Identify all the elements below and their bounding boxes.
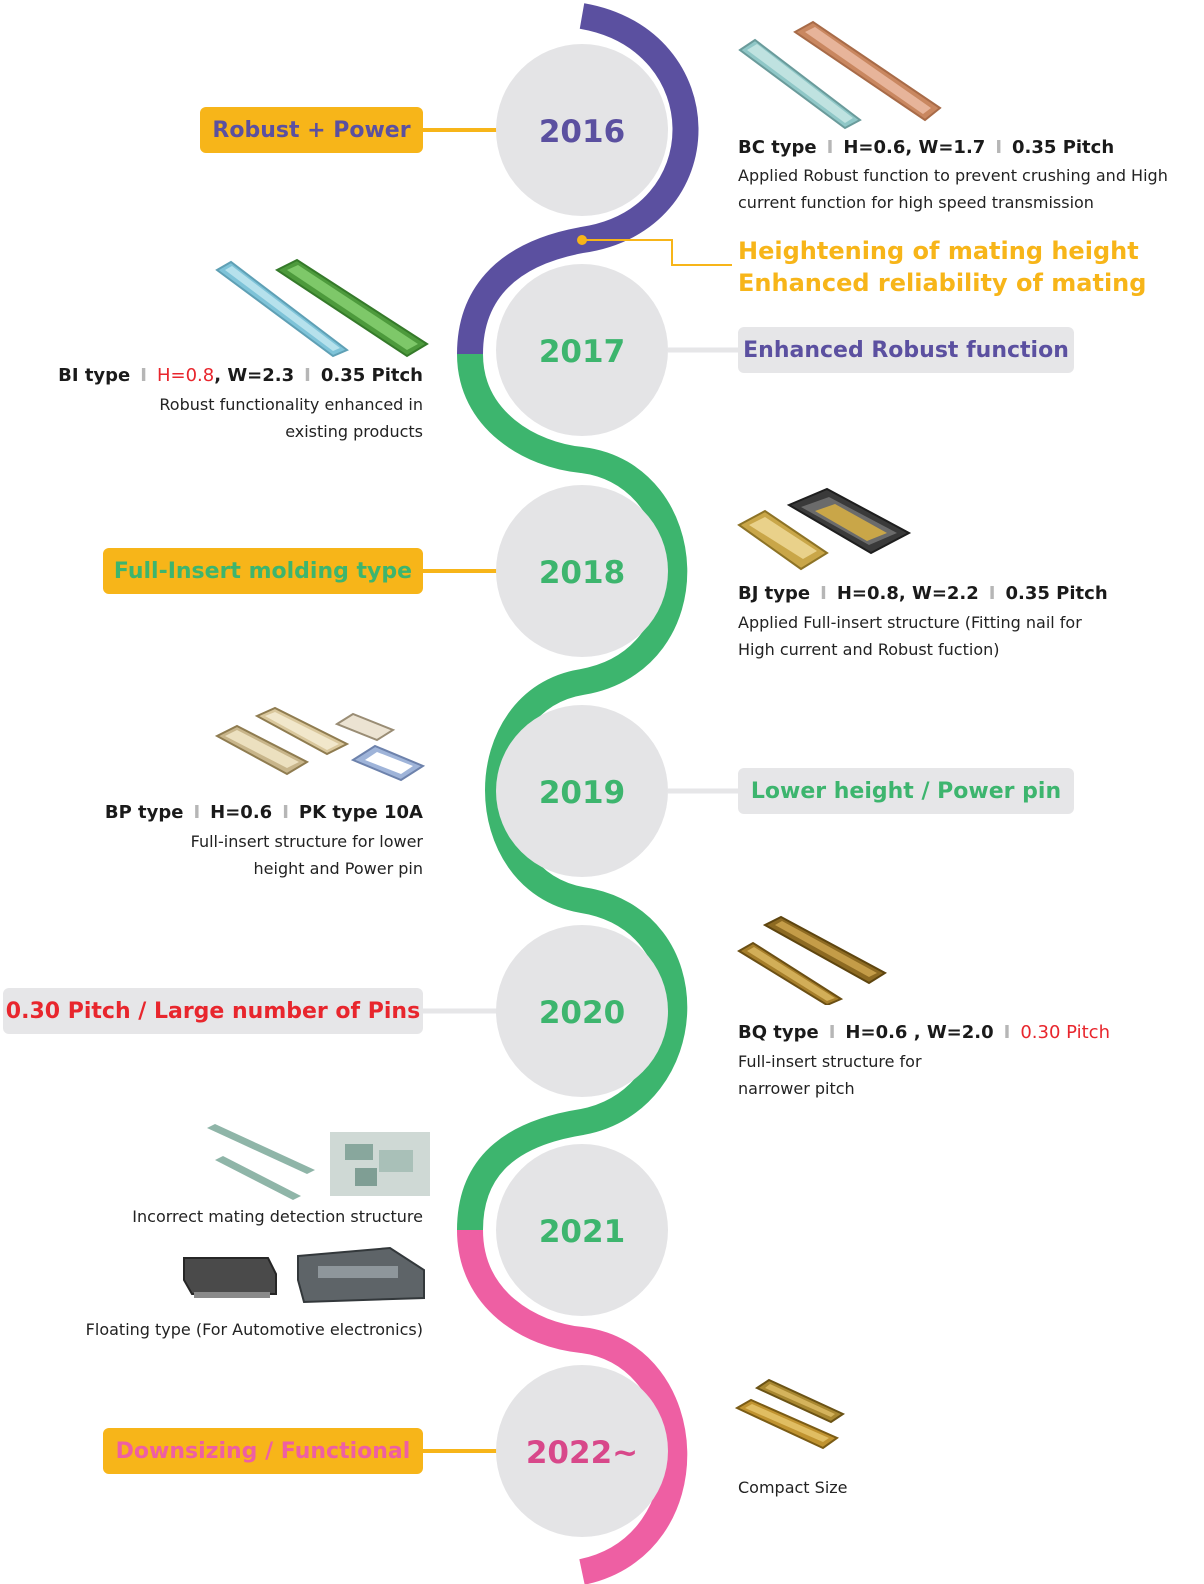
bc-desc-line-2: current function for high speed transmis… (738, 193, 1094, 212)
year-circle-2019 (496, 705, 668, 877)
year-circle-2018 (496, 485, 668, 657)
pk-type: PK type 10A (298, 802, 423, 823)
bp-desc-line-1: Full-insert structure for lower (190, 832, 423, 851)
bc-description: Applied Robust function to prevent crush… (738, 162, 1198, 216)
bq-type-label: BQ type (738, 1022, 819, 1043)
year-circle-2020 (496, 925, 668, 1097)
year-circle-2022 (496, 1365, 668, 1537)
bi-desc-line-2: existing products (285, 422, 423, 441)
year-label-2020: 2020 (539, 995, 625, 1031)
bi-width: , W=2.3 (214, 365, 295, 386)
year-circle-2021 (496, 1144, 668, 1316)
bc-pitch: 0.35 Pitch (1012, 137, 1115, 158)
separator: I (304, 365, 311, 386)
bp-height: H=0.6 (210, 802, 273, 823)
bj-spec-line: BJ type I H=0.8, W=2.2 I 0.35 Pitch (738, 583, 1108, 604)
bj-desc-line-1: Applied Full-insert structure (Fitting n… (738, 613, 1082, 632)
bq-description: Full-insert structure for narrower pitch (738, 1048, 1038, 1102)
badge-downsizing: Downsizing / Functional (103, 1428, 423, 1474)
bq-pitch: 0.30 Pitch (1020, 1022, 1110, 1043)
badge-robust-power: Robust + Power (200, 107, 423, 153)
bi-spec-line: BI type I H=0.8, W=2.3 I 0.35 Pitch (58, 365, 423, 386)
timeline-track-pink (457, 1229, 688, 1584)
bj-dims: H=0.8, W=2.2 (836, 583, 979, 604)
callout-text: Heightening of mating height Enhanced re… (738, 235, 1146, 299)
callout-connector (582, 239, 732, 266)
bc-desc-line-1: Applied Robust function to prevent crush… (738, 166, 1168, 185)
bq-spec-line: BQ type I H=0.6 , W=2.0 I 0.30 Pitch (738, 1022, 1110, 1043)
separator: I (826, 137, 834, 158)
badge-full-insert: Full-Insert molding type (103, 548, 423, 594)
year-circle-2017 (496, 264, 668, 436)
year-label-2022: 2022~ (526, 1435, 638, 1471)
bc-type-label: BC type (738, 137, 817, 158)
separator: I (1003, 1022, 1011, 1043)
bc-spec-line: BC type I H=0.6, W=1.7 I 0.35 Pitch (738, 137, 1114, 158)
incorrect-mating-caption: Incorrect mating detection structure (132, 1207, 423, 1226)
floating-type-image (183, 1246, 425, 1304)
bq-desc-line-1: Full-insert structure for (738, 1052, 922, 1071)
bq-connector-image (737, 915, 887, 1005)
separator: I (828, 1022, 836, 1043)
bj-description: Applied Full-insert structure (Fitting n… (738, 609, 1158, 663)
bi-pitch: 0.35 Pitch (320, 365, 423, 386)
bi-desc-line-1: Robust functionality enhanced in (159, 395, 423, 414)
floating-type-caption: Floating type (For Automotive electronic… (85, 1320, 423, 1339)
separator: I (995, 137, 1003, 158)
bp-desc-line-2: height and Power pin (253, 859, 423, 878)
bi-height: H=0.8 (156, 365, 215, 386)
badge-enhanced-robust: Enhanced Robust function (738, 327, 1074, 373)
bp-type-label: BP type (104, 802, 184, 823)
year-label-2016: 2016 (539, 114, 625, 150)
bp-spec-line: BP type I H=0.6 I PK type 10A (105, 802, 423, 823)
year-label-2017: 2017 (539, 334, 625, 370)
year-label-2019: 2019 (539, 775, 625, 811)
separator: I (988, 583, 996, 604)
callout-line-1: Heightening of mating height (738, 237, 1139, 265)
compact-connector-image (735, 1378, 845, 1450)
bj-desc-line-2: High current and Robust fuction) (738, 640, 1000, 659)
badge-030-pitch: 0.30 Pitch / Large number of Pins (3, 988, 423, 1034)
bc-dims: H=0.6, W=1.7 (843, 137, 986, 158)
separator: I (140, 365, 147, 386)
bj-connector-image (737, 487, 912, 571)
bi-description: Robust functionality enhanced in existin… (103, 391, 423, 445)
bj-pitch: 0.35 Pitch (1005, 583, 1108, 604)
callout-line-2: Enhanced reliability of mating (738, 269, 1147, 297)
bq-dims: H=0.6 , W=2.0 (845, 1022, 994, 1043)
compact-size-caption: Compact Size (738, 1478, 848, 1497)
separator: I (820, 583, 827, 604)
bi-type-label: BI type (58, 365, 131, 386)
timeline-track-purple (457, 3, 699, 355)
bp-description: Full-insert structure for lower height a… (103, 828, 423, 882)
year-circle-2016 (496, 44, 668, 216)
year-label-2018: 2018 (539, 555, 625, 591)
bp-connector-image (215, 706, 425, 782)
separator: I (282, 802, 289, 823)
incorrect-mating-image (207, 1124, 430, 1200)
separator: I (193, 802, 201, 823)
bq-desc-line-2: narrower pitch (738, 1079, 855, 1098)
bj-type-label: BJ type (738, 583, 811, 604)
bi-connector-image (215, 258, 429, 358)
year-label-2021: 2021 (539, 1214, 625, 1250)
bc-connector-image (738, 20, 942, 130)
badge-lower-height: Lower height / Power pin (738, 768, 1074, 814)
callout-dot (577, 235, 587, 245)
